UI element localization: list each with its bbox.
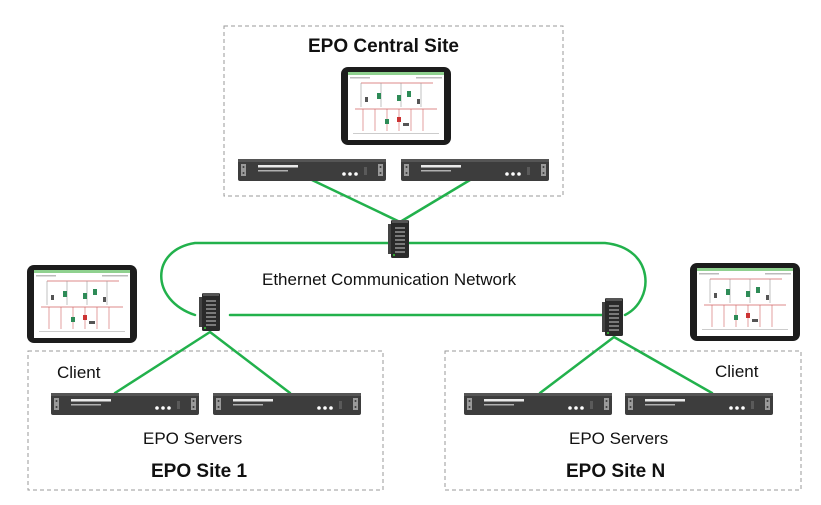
site-n-title: EPO Site N [566,461,666,482]
site-1-client-tablet-icon [26,264,138,344]
site-n-servers-label: EPO Servers [569,429,669,448]
site-n-server-2-icon [625,393,773,415]
site-n-box [444,350,802,491]
central-server-1-icon [238,159,386,181]
site-1-box [27,350,384,491]
site-1-client-label: Client [57,363,101,382]
site-1-title: EPO Site 1 [151,461,248,482]
site-1-servers-label: EPO Servers [143,429,243,448]
site-n-server-1-icon [464,393,612,415]
site-1-server-2-icon [213,393,361,415]
central-client-tablet-icon [340,66,452,146]
central-switch-icon [388,220,409,258]
site-n-client-label: Client [715,362,759,381]
central-server-2-icon [401,159,549,181]
network-label: Ethernet Communication Network [262,270,517,289]
site-n-client-tablet-icon [689,262,801,342]
site-1-switch-icon [199,293,220,331]
site-1-server-1-icon [51,393,199,415]
central-site-box [223,25,564,197]
central-site-title: EPO Central Site [308,36,459,57]
site-n-switch-icon [602,298,623,336]
